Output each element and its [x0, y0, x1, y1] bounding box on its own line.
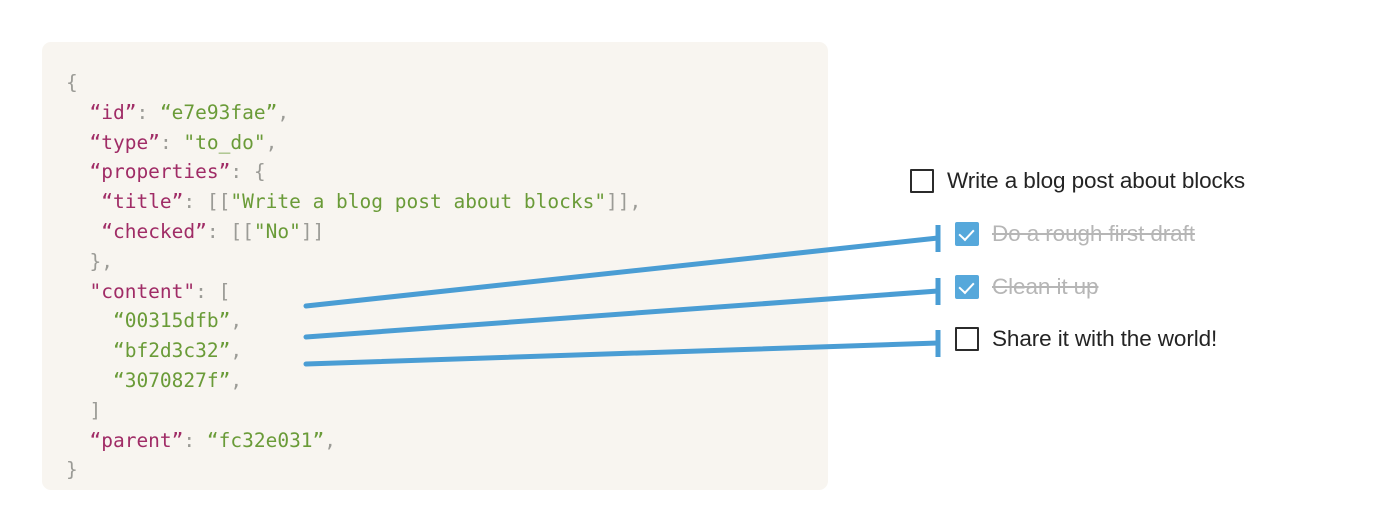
todo-label: Write a blog post about blocks [947, 168, 1246, 193]
code-token-punc: : [ [195, 279, 231, 303]
todo-row[interactable]: Share it with the world! [955, 324, 1217, 354]
code-token-punc: : { [230, 160, 266, 184]
code-line: “00315dfb”, [66, 306, 641, 336]
code-line: “title”: [["Write a blog post about bloc… [66, 187, 641, 217]
json-code-listing: { “id”: “e7e93fae”, “type”: "to_do", “pr… [66, 68, 641, 485]
code-token-punc [66, 220, 101, 243]
code-token-punc: } [66, 458, 78, 482]
checkbox-checked-icon[interactable] [955, 275, 979, 299]
code-line: "content": [ [66, 277, 641, 307]
code-token-punc: , [230, 309, 243, 333]
todo-row[interactable]: Write a blog post about blocks [910, 166, 1245, 196]
code-line: “parent”: “fc32e031”, [66, 426, 641, 456]
code-token-punc: ]], [606, 190, 642, 214]
code-token-punc: : [[ [206, 219, 254, 243]
code-line: “properties”: { [66, 157, 641, 187]
code-line: “3070827f”, [66, 366, 641, 396]
code-token-punc: , [324, 428, 337, 452]
todo-row[interactable]: Do a rough first draft [955, 219, 1195, 249]
code-token-key: “parent” [89, 428, 184, 452]
code-token-key: “properties” [89, 160, 231, 184]
json-code-block: { “id”: “e7e93fae”, “type”: "to_do", “pr… [42, 42, 828, 490]
code-token-punc: , [265, 130, 278, 154]
code-line: ] [66, 396, 641, 426]
code-token-punc [66, 280, 89, 303]
code-token-key: “id” [89, 100, 137, 124]
code-line: “bf2d3c32”, [66, 336, 641, 366]
code-token-key: "content" [89, 279, 196, 303]
code-token-punc: : [136, 100, 160, 124]
code-token-str: "No" [253, 219, 301, 243]
code-token-punc: ]] [300, 219, 325, 243]
code-line: “checked”: [["No"]] [66, 217, 641, 247]
code-token-punc [66, 101, 89, 124]
todo-label: Share it with the world! [992, 326, 1218, 351]
code-token-punc: ] [66, 398, 102, 422]
code-token-str: “e7e93fae” [159, 100, 278, 124]
todo-row[interactable]: Clean it up [955, 272, 1099, 302]
code-token-punc [66, 190, 101, 213]
code-token-str: "to_do" [183, 130, 266, 154]
code-token-punc: }, [66, 249, 113, 273]
code-line: { [66, 68, 641, 98]
code-line: “type”: "to_do", [66, 128, 641, 158]
code-token-punc: : [159, 130, 184, 154]
code-token-punc: , [277, 100, 290, 124]
code-token-str: “fc32e031” [206, 428, 325, 452]
checkbox-checked-icon[interactable] [955, 222, 979, 246]
code-token-key: “title” [101, 190, 184, 214]
code-token-str: "Write a blog post about blocks" [230, 190, 607, 214]
code-token-punc [66, 131, 89, 154]
todo-label: Do a rough first draft [992, 221, 1195, 246]
todo-label: Clean it up [992, 274, 1099, 299]
code-line: }, [66, 247, 641, 277]
code-token-str: “bf2d3c32” [112, 339, 231, 363]
code-token-str: “00315dfb” [112, 309, 231, 333]
code-token-punc [66, 309, 113, 332]
code-token-key: “checked” [101, 219, 207, 243]
code-token-punc: : [183, 428, 207, 452]
code-token-punc: : [[ [183, 190, 231, 214]
code-token-key: “type” [89, 130, 160, 154]
code-token-punc: { [66, 71, 78, 94]
code-line: } [66, 455, 641, 485]
code-token-str: “3070827f” [112, 368, 231, 392]
checkbox-unchecked-icon[interactable] [955, 327, 979, 351]
code-token-punc [66, 160, 89, 183]
code-token-punc [66, 429, 89, 452]
code-token-punc: , [230, 368, 243, 392]
code-token-punc: , [230, 339, 243, 363]
code-line: “id”: “e7e93fae”, [66, 98, 641, 128]
checkbox-unchecked-icon[interactable] [910, 169, 934, 193]
code-token-punc [66, 369, 113, 392]
code-token-punc [66, 339, 113, 362]
